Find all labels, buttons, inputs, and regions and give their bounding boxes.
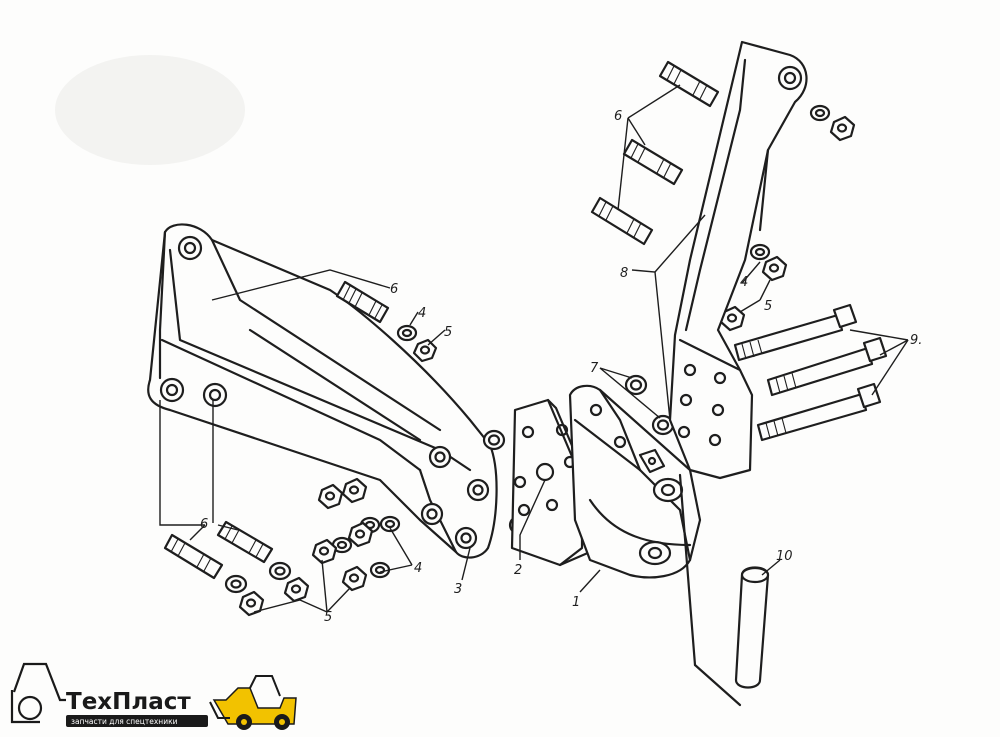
leader-lines	[159, 84, 909, 613]
callout-10: 10	[776, 549, 793, 564]
yellow-loader-icon	[209, 675, 297, 730]
stud-bolt-left-upper	[335, 280, 390, 324]
mounting-plate-part-2	[510, 398, 592, 567]
logo-tagline: запчасти для спецтехники	[71, 717, 178, 726]
callout-5-right: 5	[764, 299, 772, 314]
callout-4-lower: 4	[414, 561, 422, 576]
callout-5-upper: 5	[444, 325, 452, 340]
stud-bolt-right-1	[658, 60, 720, 108]
callout-3: 3	[454, 582, 462, 597]
hitch-pin-part-10	[678, 473, 770, 707]
callout-8: 8	[620, 266, 628, 281]
loader-wheel-icon	[17, 695, 43, 721]
callout-4-upper: 4	[418, 306, 426, 321]
callout-4-right: 4	[740, 275, 748, 290]
stud-bolt-left-low-1	[163, 533, 224, 580]
callout-1: 1	[572, 595, 580, 610]
left-bracket-part-3	[147, 223, 498, 559]
logo-wordmark: ТехПласт	[66, 689, 191, 715]
callout-6-right: 6	[614, 109, 622, 124]
stud-bolt-left-low-2	[216, 520, 274, 564]
loader-outline-icon	[10, 662, 66, 724]
callout-numbers: 1 2 3 4 4 4 5 5 5 6 6 6 7 8 9. 10	[200, 109, 922, 625]
tagline-bar	[66, 715, 208, 727]
right-bracket-part-8	[668, 40, 808, 480]
stud-bolt-right-2	[622, 138, 684, 186]
company-logo: ТехПласт запчасти для спецтехники	[10, 662, 297, 730]
tow-hitch-body-part-1	[568, 384, 702, 579]
scan-smudge	[55, 55, 245, 165]
callout-6-lower: 6	[200, 517, 208, 532]
callout-7: 7	[590, 361, 599, 376]
long-bolts-part-9	[733, 303, 888, 442]
callout-9: 9.	[910, 333, 922, 348]
callout-5-lower: 5	[324, 610, 332, 625]
callout-2: 2	[514, 563, 522, 578]
stud-bolt-right-3	[590, 196, 654, 246]
callout-6-upper: 6	[390, 282, 398, 297]
